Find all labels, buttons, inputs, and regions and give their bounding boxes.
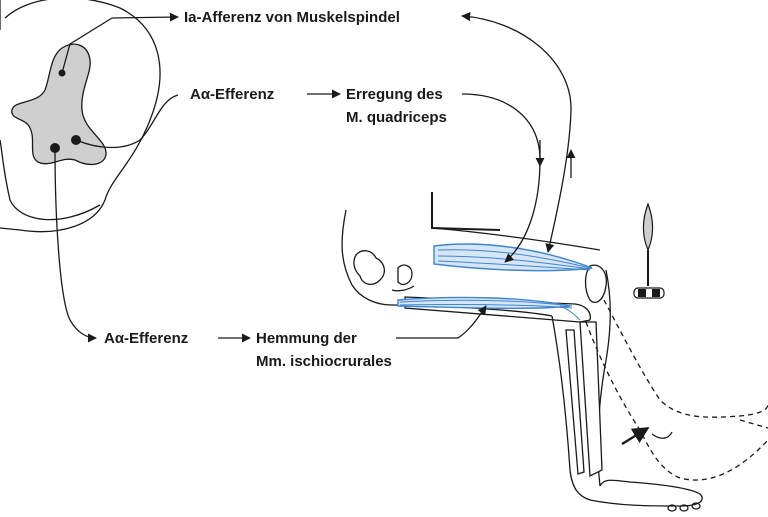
- inhibition-label-line2: Mm. ischiocrurales: [256, 353, 392, 370]
- inhibition-label-line1: Hemmung der: [256, 330, 357, 347]
- spinal-cord-section: [0, 0, 178, 232]
- neural-pathways: [55, 16, 648, 444]
- efferent-label-2: Aα-Efferenz: [104, 330, 188, 347]
- inhibition-from-cord: [55, 148, 96, 338]
- excitation-label-line2: M. quadriceps: [346, 109, 447, 126]
- quadriceps-muscle: [434, 244, 592, 271]
- ia-afferent-to-cord: [112, 17, 178, 18]
- reflex-hammer: [634, 204, 664, 298]
- excitation-to-quadriceps: [462, 94, 540, 262]
- efferent-label-1: Aα-Efferenz: [190, 86, 274, 103]
- ia-afferent-label: Ia-Afferenz von Muskelspindel: [184, 9, 400, 26]
- excitation-label-line1: Erregung des: [346, 86, 443, 103]
- leg-illustration: [342, 192, 768, 511]
- ia-afferent-path: [462, 16, 571, 252]
